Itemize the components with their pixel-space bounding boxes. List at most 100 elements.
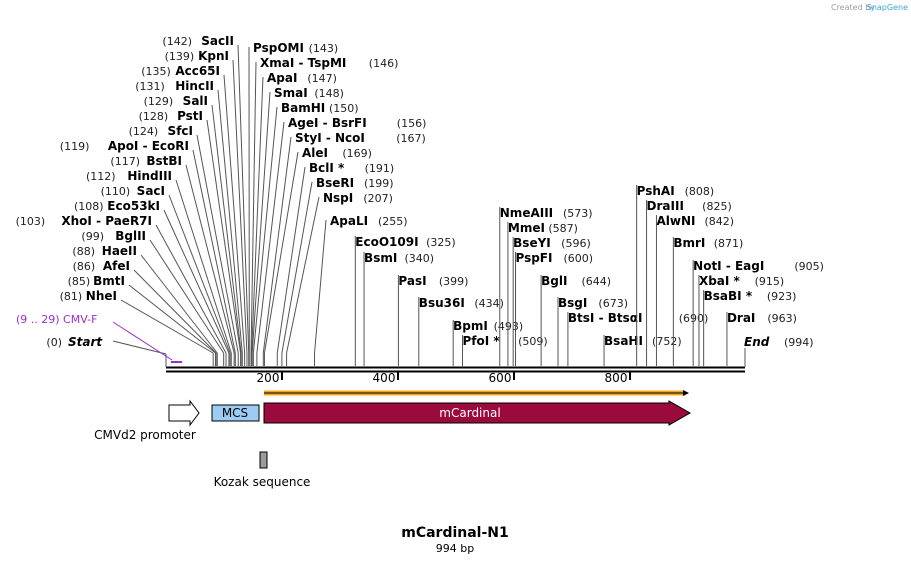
site-position: (573) bbox=[563, 207, 593, 220]
site-name: DraIII bbox=[647, 199, 684, 213]
site-name: Acc65I bbox=[175, 64, 220, 78]
site-name: DraI bbox=[727, 311, 755, 325]
site-position: (673) bbox=[598, 297, 628, 310]
end-label: End bbox=[744, 335, 770, 349]
site-position: (808) bbox=[685, 185, 715, 198]
site-position: (509) bbox=[518, 335, 548, 348]
site-name: XmaI - TspMI bbox=[260, 56, 346, 70]
site-name: BamHI bbox=[281, 101, 325, 115]
site-name: Eco53kI bbox=[107, 199, 160, 213]
site-position: (905) bbox=[794, 260, 824, 273]
mcs-box bbox=[211, 404, 260, 422]
site-bsgi: BsgI(673) bbox=[557, 296, 628, 366]
site-name: PasI bbox=[398, 274, 426, 288]
site-name: SmaI bbox=[274, 86, 308, 100]
dna-backbone bbox=[166, 366, 745, 373]
site-name: BtsI - BtsαI bbox=[568, 311, 643, 325]
site-position: (143) bbox=[309, 42, 339, 55]
site-name: BseRI bbox=[316, 176, 354, 190]
site-name: PspOMI bbox=[253, 41, 304, 55]
site-name: HaeII bbox=[102, 244, 137, 258]
site-name: BmrI bbox=[673, 236, 705, 250]
site-name: MmeI bbox=[508, 221, 545, 235]
plasmid-length: 994 bp bbox=[436, 542, 474, 555]
site-pspfi: PspFI(600) bbox=[514, 251, 593, 366]
site-name: BstBI bbox=[146, 154, 182, 168]
site-bamhi: BamHI(150) bbox=[252, 101, 359, 366]
site-name: PfoI * bbox=[462, 334, 500, 348]
mcardinal-arrow bbox=[263, 400, 692, 426]
site-position: (129) bbox=[144, 95, 174, 108]
site-eco53ki: Eco53kI(108) bbox=[74, 199, 230, 366]
site-name: SfcI bbox=[168, 124, 193, 138]
site-pfoi: PfoI * (509) bbox=[461, 334, 548, 366]
site-bgli: BglI(644) bbox=[540, 274, 611, 366]
site-sali: SalI (129) bbox=[144, 94, 242, 366]
site-position: (169) bbox=[342, 147, 372, 160]
ruler-label-800: 800 bbox=[605, 371, 628, 385]
site-position: (191) bbox=[365, 162, 395, 175]
site-sacii: SacII(142) bbox=[162, 34, 250, 366]
site-acc65i: Acc65I (135) bbox=[141, 64, 246, 366]
site-bsahi: BsaHI(752) bbox=[603, 334, 682, 366]
site-name: ApaI bbox=[267, 71, 297, 85]
site-nmeaiii: NmeAIII(573) bbox=[499, 206, 593, 366]
site-position: (167) bbox=[396, 132, 426, 145]
site-agei-bsrfi: AgeI - BsrFI(156) bbox=[256, 116, 426, 366]
site-name: BglII bbox=[115, 229, 146, 243]
site-name: SalI bbox=[183, 94, 208, 108]
site-position: (842) bbox=[704, 215, 734, 228]
site-nspi: NspI (207) bbox=[286, 191, 393, 366]
mcardinal-label: mCardinal bbox=[439, 406, 500, 420]
site-apali: ApaLI(255) bbox=[314, 214, 408, 366]
site-name: BpmI bbox=[453, 319, 488, 333]
site-position: (255) bbox=[378, 215, 408, 228]
site-draiii: DraIII(825) bbox=[646, 199, 732, 366]
site-nhei: NheI(81) bbox=[60, 289, 214, 366]
site-position: (963) bbox=[767, 312, 797, 325]
site-saci: SacI(110) bbox=[101, 184, 231, 366]
site-psti: PstI(128) bbox=[139, 109, 242, 366]
site-position: (108) bbox=[74, 200, 104, 213]
site-drai: DraI (963) bbox=[726, 311, 797, 366]
site-bmti: BmtI(85) bbox=[68, 274, 217, 366]
site-position: (207) bbox=[363, 192, 393, 205]
site-name: KpnI bbox=[198, 49, 229, 63]
site-name: NotI - EagI bbox=[693, 259, 764, 273]
site-bseyi: BseYI (596) bbox=[512, 236, 591, 366]
site-bglii: BglII (99) bbox=[81, 229, 225, 366]
site-position: (148) bbox=[314, 87, 344, 100]
site-bsabi: BsaBI * (923) bbox=[703, 289, 797, 366]
site-name: NspI bbox=[323, 191, 353, 205]
site-position: (88) bbox=[72, 245, 95, 258]
site-pshai: PshAI(808) bbox=[636, 184, 715, 366]
end-position: (994) bbox=[784, 336, 814, 349]
site-position: (340) bbox=[404, 252, 434, 265]
site-name: PspFI bbox=[515, 251, 552, 265]
site-pasi: PasI(399) bbox=[397, 274, 468, 366]
site-sfci: SfcI(124) bbox=[129, 124, 239, 366]
site-name: HindIII bbox=[127, 169, 172, 183]
ruler: 200 400 600 800 bbox=[257, 371, 631, 385]
site-name: PstI bbox=[177, 109, 203, 123]
site-position: (99) bbox=[81, 230, 104, 243]
credit-brand: SnapGene bbox=[867, 3, 908, 12]
restriction-sites: SacII(142)KpnI(139)Acc65I(135)HincII(131… bbox=[16, 34, 824, 366]
site-position: (915) bbox=[755, 275, 785, 288]
site-bcli: BclI *(191) bbox=[276, 161, 395, 366]
site-name: BsaBI * bbox=[704, 289, 753, 303]
site-position: (131) bbox=[135, 80, 165, 93]
site-name: Bsu36I bbox=[419, 296, 465, 310]
mcs-label: MCS bbox=[222, 406, 248, 420]
site-position: (135) bbox=[141, 65, 171, 78]
site-xhoi-paer7i: XhoI - PaeR7I(103) bbox=[16, 214, 227, 366]
site-position: (81) bbox=[60, 290, 83, 303]
site-position: (923) bbox=[767, 290, 797, 303]
ruler-label-600: 600 bbox=[489, 371, 512, 385]
site-name: BsmI bbox=[364, 251, 397, 265]
site-position: (596) bbox=[561, 237, 591, 250]
site-name: AleI bbox=[302, 146, 328, 160]
ruler-label-200: 200 bbox=[257, 371, 280, 385]
site-name: BseYI bbox=[513, 236, 551, 250]
